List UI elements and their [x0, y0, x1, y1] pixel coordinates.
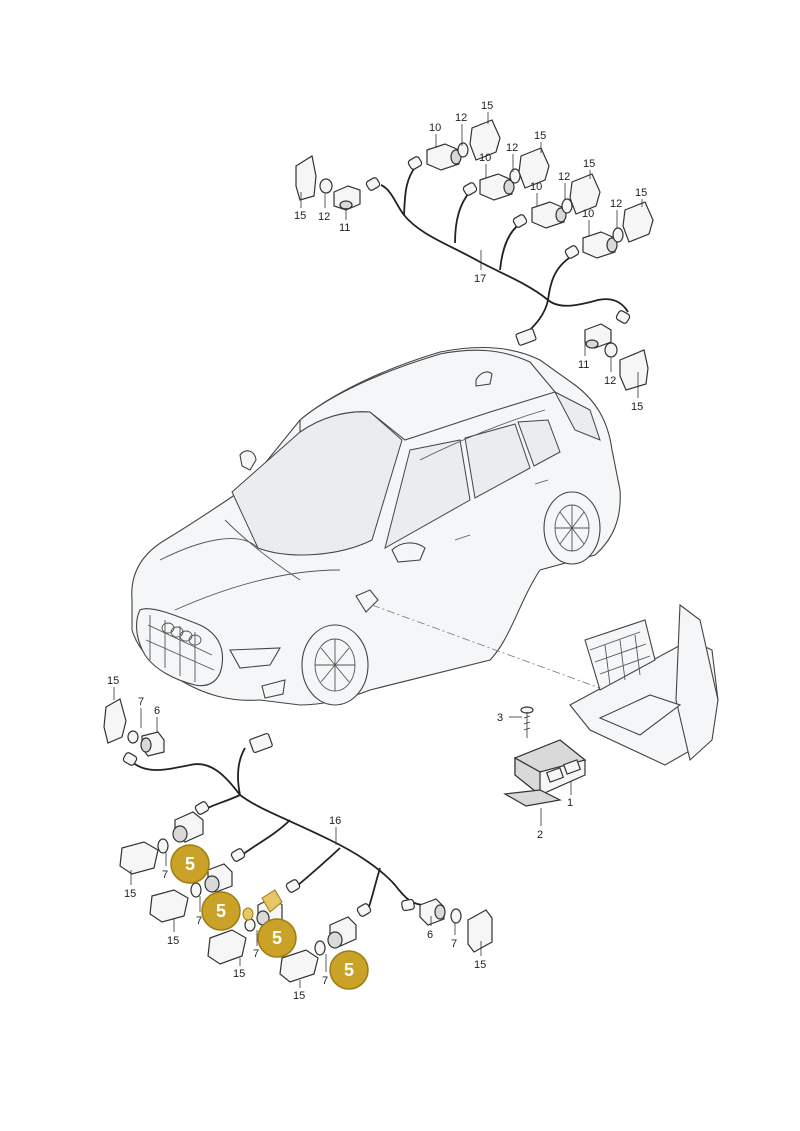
label-10: 10	[582, 208, 594, 220]
label-15: 15	[124, 888, 136, 900]
mounting-frame	[569, 603, 719, 766]
label-sticker	[503, 789, 562, 807]
rear-sensor-10-d	[582, 231, 618, 259]
label-15: 15	[635, 187, 647, 199]
label-15: 15	[293, 990, 305, 1002]
front-wiring-harness	[129, 747, 426, 911]
brand-rings-logo	[161, 622, 202, 646]
label-6: 6	[427, 929, 433, 941]
front-brackets-15	[103, 698, 493, 983]
part-number-labels: 15 12 10 15 12 10 15 12 10 15 12 10 15 1…	[107, 100, 647, 1002]
badge-5: 5	[329, 950, 369, 990]
label-6: 6	[154, 705, 160, 717]
rear-harness-connectors	[365, 156, 631, 346]
svg-text:5: 5	[216, 901, 226, 921]
front-sensor-d	[327, 916, 357, 949]
label-7: 7	[322, 975, 328, 987]
label-1: 1	[567, 797, 573, 809]
label-12: 12	[558, 171, 570, 183]
leader-lines	[113, 112, 643, 988]
label-11: 11	[339, 222, 350, 234]
screw	[520, 706, 534, 738]
label-15: 15	[631, 401, 643, 413]
label-12: 12	[610, 198, 622, 210]
label-11: 11	[578, 359, 589, 371]
label-7: 7	[162, 869, 168, 881]
label-10: 10	[530, 181, 542, 193]
label-7: 7	[253, 948, 259, 960]
label-15: 15	[534, 130, 546, 142]
label-15: 15	[481, 100, 493, 112]
label-15: 15	[107, 675, 119, 687]
rear-sensor-10-b	[479, 173, 515, 201]
label-17: 17	[474, 273, 486, 285]
rear-sensor-10-a	[426, 143, 462, 171]
svg-text:5: 5	[344, 960, 354, 980]
front-sensor-6-right	[419, 898, 446, 926]
badge-5: 5	[170, 844, 210, 884]
rear-rings-12	[319, 142, 624, 358]
label-10: 10	[479, 152, 491, 164]
rear-brackets-15	[295, 119, 654, 391]
location-leader	[371, 604, 661, 711]
front-rings-7	[127, 730, 462, 956]
front-sensor-b	[204, 863, 233, 893]
svg-text:5: 5	[185, 854, 195, 874]
label-15: 15	[474, 959, 486, 971]
label-7: 7	[138, 696, 144, 708]
front-harness-connectors	[122, 732, 415, 917]
front-sensor-6-left	[140, 731, 165, 757]
label-10: 10	[429, 122, 441, 134]
highlighted-bracket	[242, 889, 283, 921]
label-2: 2	[537, 829, 543, 841]
label-12: 12	[604, 375, 616, 387]
label-7: 7	[451, 938, 457, 950]
badge-5: 5	[201, 891, 241, 931]
label-3: 3	[497, 712, 503, 724]
label-15: 15	[583, 158, 595, 170]
label-12: 12	[455, 112, 467, 124]
car-illustration	[131, 346, 621, 706]
label-16: 16	[329, 815, 341, 827]
front-sensor-a	[172, 811, 204, 843]
label-15: 15	[233, 968, 245, 980]
rear-sensor-11-left	[333, 185, 361, 211]
label-12: 12	[506, 142, 518, 154]
badge-5: 5	[257, 918, 297, 958]
label-12: 12	[318, 211, 330, 223]
highlight-badges: 5 5 5 5	[170, 844, 369, 990]
rear-sensor-11-right	[584, 323, 612, 349]
label-7: 7	[196, 915, 202, 927]
svg-text:5: 5	[272, 928, 282, 948]
rear-wiring-harness	[380, 165, 629, 334]
parking-aid-control-unit	[513, 739, 587, 797]
label-15: 15	[167, 935, 179, 947]
label-15: 15	[294, 210, 306, 222]
